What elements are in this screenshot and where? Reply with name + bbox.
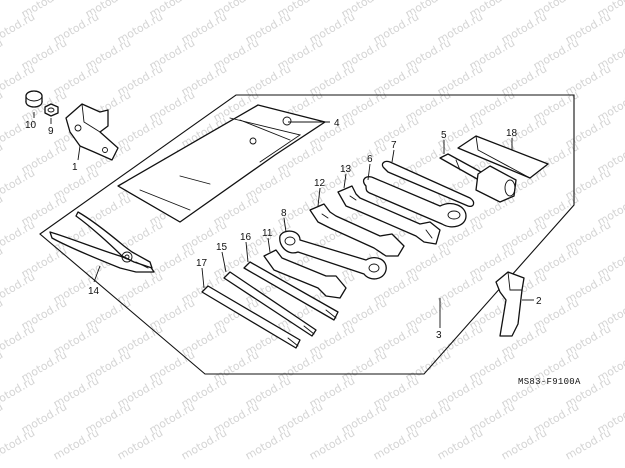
watermark-text: motod.ru: [563, 426, 613, 462]
callout-9: 9: [48, 126, 54, 137]
tool-bag-outline: [39, 94, 575, 375]
bracket-2-part: [495, 271, 525, 337]
spark-plug-socket-part: [439, 153, 517, 203]
small-cap-part: [25, 90, 43, 108]
screwdriver-shaft-16-part: [243, 261, 339, 321]
watermark-text: motod.ru: [0, 140, 5, 176]
callout-18: 18: [506, 128, 518, 139]
watermark-text: motod.ru: [499, 426, 549, 462]
pliers-part: [49, 211, 155, 273]
callout-7: 7: [391, 140, 397, 151]
callout-8: 8: [281, 208, 287, 219]
callout-12: 12: [314, 178, 326, 189]
watermark-text: motod.ru: [307, 426, 357, 462]
callout-4: 4: [334, 118, 340, 129]
watermark-text: motod.ru: [115, 426, 165, 462]
watermark-text: motod.ru: [243, 426, 293, 462]
watermark-text: motod.ru: [0, 218, 37, 254]
watermark-text: motod.ru: [371, 426, 421, 462]
wrench-8-part: [279, 230, 387, 280]
watermark-text: motod.ru: [435, 426, 485, 462]
watermark-text: motod.ru: [0, 374, 37, 410]
holder-bracket-part: [65, 103, 119, 161]
watermark-text: motod.ru: [179, 426, 229, 462]
watermark-text: motod.ru: [0, 426, 37, 462]
callout-1: 1: [72, 162, 78, 173]
screwdriver-grip-part: [457, 135, 549, 179]
wrench-13-part: [337, 185, 441, 245]
watermark-text: motod.ru: [51, 426, 101, 462]
callout-15: 15: [216, 242, 228, 253]
watermark-text: motod.ru: [0, 244, 5, 280]
watermark-text: motod.ru: [0, 348, 5, 384]
watermark-text: motod.ru: [0, 36, 5, 72]
callout-14: 14: [88, 286, 100, 297]
watermark-text: motod.ru: [0, 322, 37, 358]
callout-13: 13: [340, 164, 352, 175]
screwdriver-shaft-15-part: [223, 271, 317, 337]
callout-labels: 1 2 3 4 5 6 7 8 9 10 11 12 13 14 15 16 1…: [25, 118, 542, 341]
callout-3: 3: [436, 330, 442, 341]
callout-2: 2: [536, 296, 542, 307]
watermark-text: motod.ru: [0, 88, 5, 124]
callout-16: 16: [240, 232, 252, 243]
watermark-text: motod.ru: [0, 400, 5, 436]
watermark-text: motod.ru: [0, 0, 5, 21]
watermark-text: motod.ru: [0, 10, 37, 46]
handle-bar-part: [381, 160, 475, 208]
callout-17: 17: [196, 258, 208, 269]
watermark-text: motod.ru: [0, 270, 37, 306]
watermark-text: motod.ru: [0, 192, 5, 228]
watermark-text: motod.ru: [0, 166, 37, 202]
callout-5: 5: [441, 130, 447, 141]
leader-lines: [33, 112, 534, 328]
tool-roll-pouch: [117, 104, 326, 223]
watermark-text: motod.ru: [0, 296, 5, 332]
diagram-code: MS83-F9100A: [518, 377, 581, 387]
nut-part: [44, 103, 59, 117]
callout-6: 6: [367, 154, 373, 165]
wrench-11-part: [263, 249, 347, 299]
callout-10: 10: [25, 120, 37, 131]
screwdriver-shaft-17-part: [201, 285, 301, 349]
callout-11: 11: [262, 228, 273, 239]
wrench-12-part: [309, 203, 405, 257]
